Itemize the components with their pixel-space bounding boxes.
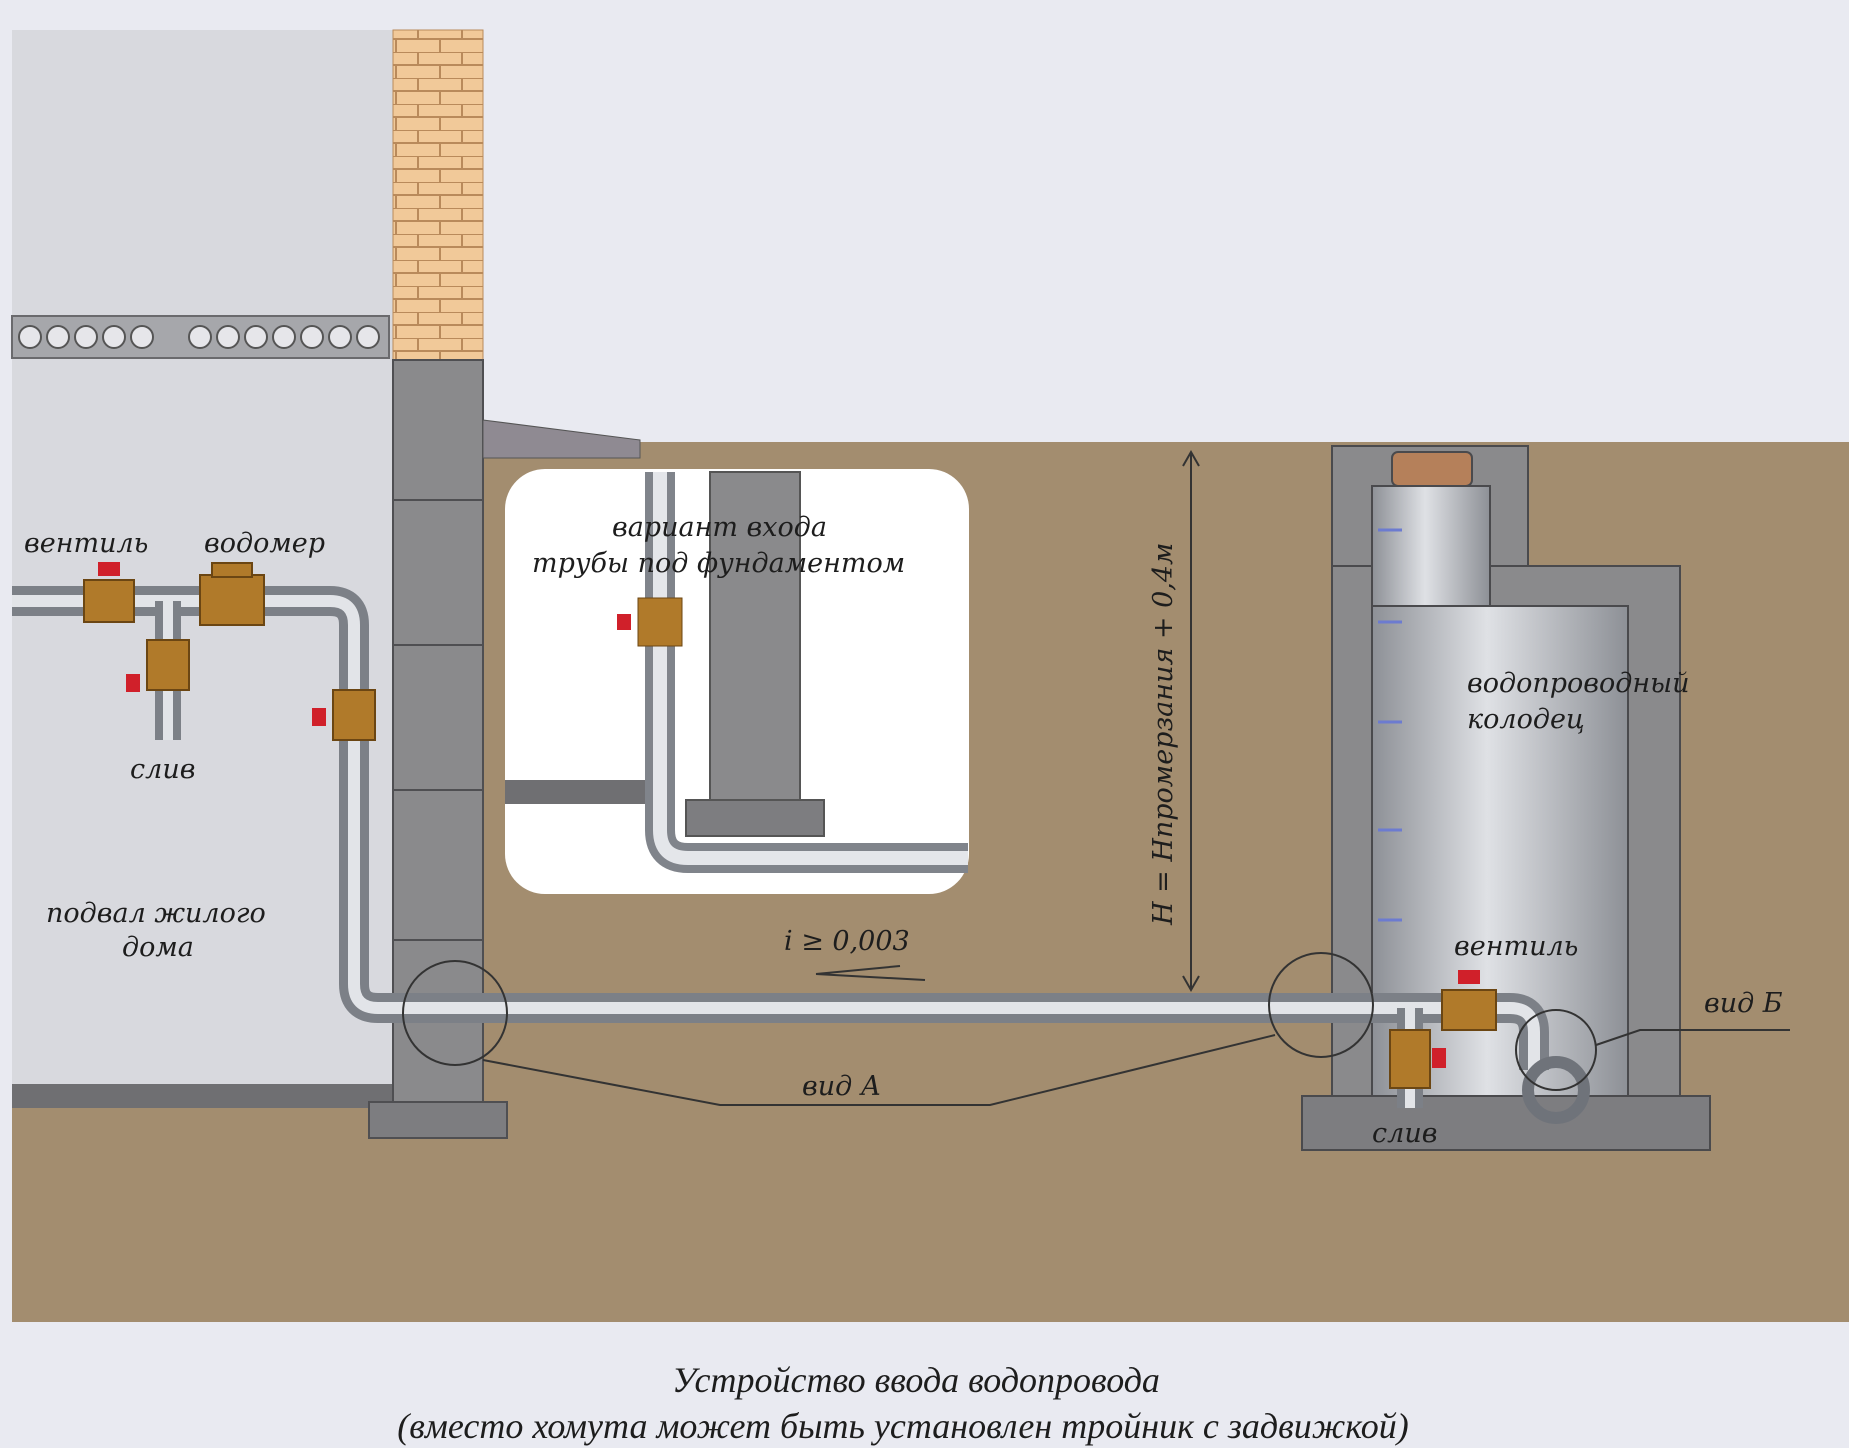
label-inset-2: трубы под фундаментом (532, 548, 905, 579)
valve-house-body (83, 579, 135, 623)
label-valve-house: вентиль (24, 528, 148, 559)
basement-floor (12, 1084, 394, 1108)
label-well-2: колодец (1467, 704, 1585, 735)
label-well-1: водопроводный (1467, 668, 1690, 699)
brick-wall (392, 29, 484, 361)
label-view-a: вид А (802, 1071, 881, 1102)
floor-slab (11, 315, 390, 359)
label-depth: H = Hпромерзания + 0,4м (1148, 543, 1179, 926)
label-view-b: вид Б (1704, 988, 1783, 1019)
inset-variant (505, 469, 969, 894)
label-water-meter: водомер (204, 528, 325, 559)
label-basement-2: дома (122, 932, 194, 963)
label-drain-well: слив (1372, 1118, 1437, 1149)
fittings (83, 562, 1497, 1089)
valve-handle-icons (98, 562, 1480, 1068)
soil-under-house (12, 1106, 492, 1322)
caption-subtitle: (вместо хомута может быть установлен тро… (397, 1406, 1408, 1446)
label-slope: i ≥ 0,003 (784, 926, 910, 957)
basement-area (12, 30, 394, 1086)
caption-title: Устройство ввода водопровода (672, 1360, 1160, 1400)
foundation-wall (368, 359, 508, 1139)
water-meter-body (199, 574, 265, 626)
label-inset-1: вариант входа (612, 512, 827, 543)
label-valve-well: вентиль (1454, 931, 1578, 962)
annotations (402, 449, 1790, 1106)
label-basement-1: подвал жилого (46, 898, 266, 929)
blind-area (482, 419, 641, 459)
label-drain-house: слив (130, 754, 195, 785)
